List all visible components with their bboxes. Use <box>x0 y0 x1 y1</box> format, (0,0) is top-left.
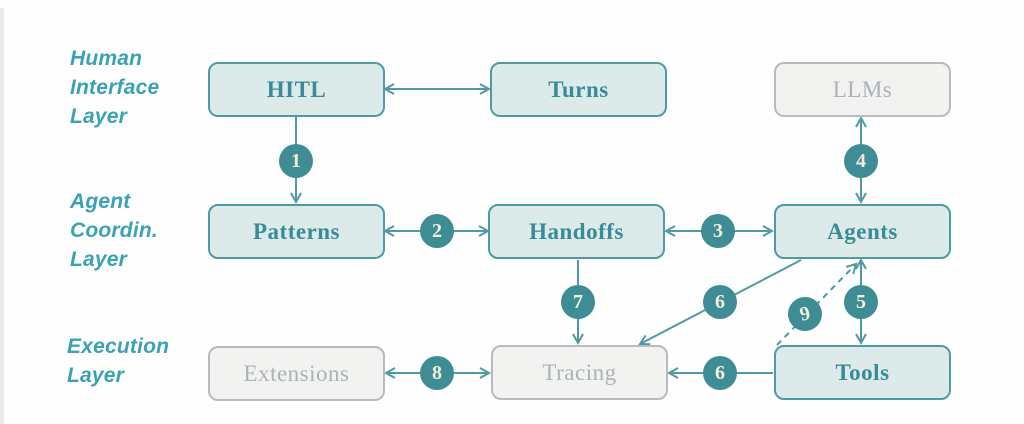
badge-6-lower: 6 <box>703 356 737 390</box>
layer-label-execution: Execution Layer <box>67 335 170 387</box>
badge-2: 2 <box>420 214 454 248</box>
box-extensions: Extensions <box>208 346 385 401</box>
badge-6-upper: 6 <box>703 285 737 319</box>
badge-7: 7 <box>561 285 595 319</box>
layer-label-agent-coordination: Agent Coordin. Layer <box>70 190 158 271</box>
badge-4: 4 <box>844 144 878 178</box>
badge-5: 5 <box>844 285 878 319</box>
layer-label-human-interface: Human Interface Layer <box>70 47 160 128</box>
box-llms: LLMs <box>774 62 951 117</box>
box-patterns: Patterns <box>208 204 385 259</box>
box-agents: Agents <box>774 204 951 259</box>
page-edge-strip <box>0 8 4 424</box>
box-handoffs: Handoffs <box>488 204 665 259</box>
badge-8: 8 <box>420 356 454 390</box>
box-tracing: Tracing <box>491 345 668 400</box>
box-turns: Turns <box>490 62 667 117</box>
box-hitl: HITL <box>208 62 385 117</box>
box-tools: Tools <box>774 345 951 400</box>
badge-1: 1 <box>279 144 313 178</box>
badge-3: 3 <box>701 214 735 248</box>
